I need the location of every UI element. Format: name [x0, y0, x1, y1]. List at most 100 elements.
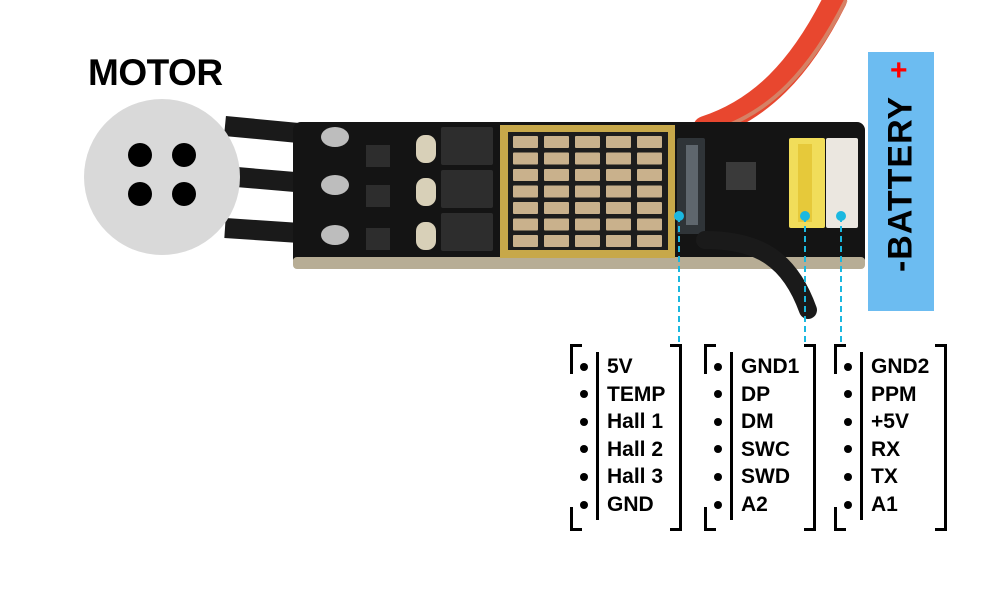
capacitor [637, 152, 662, 165]
capacitor [544, 202, 569, 214]
pin-row: A2 [704, 491, 816, 518]
motor-icon [84, 99, 240, 255]
pin-row: DP [704, 381, 816, 408]
motor-pole-dot [172, 143, 196, 167]
pin-dot [580, 472, 588, 481]
pin-row: PPM [834, 381, 947, 408]
pin-dot [580, 445, 588, 454]
motor-pole-dot [128, 182, 152, 206]
pin-label: +5V [871, 410, 909, 434]
pin-row: TX [834, 463, 947, 490]
control-connector-housing [826, 138, 858, 228]
battery-positive-wire [693, 0, 847, 140]
capacitor [637, 136, 662, 148]
pin-label: RX [871, 437, 901, 461]
capacitor [606, 152, 631, 165]
battery-label: -BATTERY [881, 95, 920, 273]
pin-dot [844, 417, 852, 426]
battery-label-box: + -BATTERY [868, 52, 934, 311]
capacitor [606, 235, 631, 247]
capacitor [575, 218, 600, 231]
capacitor [544, 235, 569, 247]
capacitor [606, 202, 631, 214]
capacitor [544, 136, 569, 148]
pin-separator [860, 352, 863, 520]
capacitor [637, 185, 662, 198]
capacitor [513, 136, 538, 148]
pin-row: Hall 1 [570, 408, 682, 435]
pin-label: Hall 2 [607, 437, 664, 461]
pin-separator [730, 352, 733, 520]
capacitor [606, 169, 631, 181]
pin-label: A1 [871, 493, 898, 516]
leader-dot-hall [674, 211, 684, 221]
pin-dot [844, 472, 852, 481]
pin-separator [596, 352, 599, 520]
pin-dot [580, 390, 588, 399]
capacitor [637, 202, 662, 214]
pin-row: DM [704, 408, 816, 435]
pin-row: SWC [704, 436, 816, 463]
pin-label: A2 [741, 493, 768, 516]
pin-dot [844, 500, 852, 509]
pin-label: PPM [871, 382, 917, 406]
capacitor [544, 218, 569, 231]
capacitor [513, 185, 538, 198]
pin-row: GND [570, 491, 682, 518]
pin-label: GND [607, 493, 654, 516]
pin-label: GND1 [741, 355, 800, 378]
capacitor [637, 169, 662, 181]
capacitor [606, 185, 631, 198]
pin-dot [714, 390, 722, 399]
pin-label: GND2 [871, 355, 930, 378]
pin-dot [714, 362, 722, 371]
pin-row: GND2 [834, 353, 947, 380]
bracket-left [834, 344, 846, 531]
motor-pole-dot [128, 143, 152, 167]
bracket-right [935, 344, 947, 531]
pin-row: TEMP [570, 381, 682, 408]
capacitor [513, 152, 538, 165]
hall-sensor-connector-pinout: 5V TEMP Hall 1 Hall 2 Hall 3 GND [570, 344, 682, 531]
pin-dot [714, 445, 722, 454]
pin-dot [714, 500, 722, 509]
capacitor [513, 218, 538, 231]
battery-plus-sign: + [890, 54, 908, 87]
pin-row: 5V [570, 353, 682, 380]
pin-dot [714, 472, 722, 481]
pin-dot [580, 362, 588, 371]
capacitor [544, 169, 569, 181]
pin-dot [714, 417, 722, 426]
pin-row: RX [834, 436, 947, 463]
capacitor [575, 185, 600, 198]
capacitor [513, 202, 538, 214]
pin-dot [844, 362, 852, 371]
pin-row: GND1 [704, 353, 816, 380]
capacitor [606, 218, 631, 231]
capacitor [575, 235, 600, 247]
signal-wire [696, 231, 817, 319]
pin-row: +5V [834, 408, 947, 435]
capacitor [575, 136, 600, 148]
pin-dot [844, 445, 852, 454]
pin-label: Hall 1 [607, 410, 664, 434]
capacitor [513, 169, 538, 181]
capacitor [513, 235, 538, 247]
leader-dot-debug [800, 211, 810, 221]
solder-pads [321, 127, 349, 245]
motor-pole-dot [172, 182, 196, 206]
bracket-right [670, 344, 682, 531]
pin-label: TX [871, 465, 898, 489]
pin-label: 5V [607, 355, 633, 378]
pin-row: SWD [704, 463, 816, 490]
pin-row: Hall 3 [570, 463, 682, 490]
motor-label: MOTOR [88, 52, 223, 93]
capacitor [606, 136, 631, 148]
pin-dot [844, 390, 852, 399]
pin-label: DM [741, 410, 774, 434]
pin-label: Hall 3 [607, 465, 664, 489]
mosfets [366, 127, 493, 251]
pin-label: TEMP [607, 382, 666, 406]
